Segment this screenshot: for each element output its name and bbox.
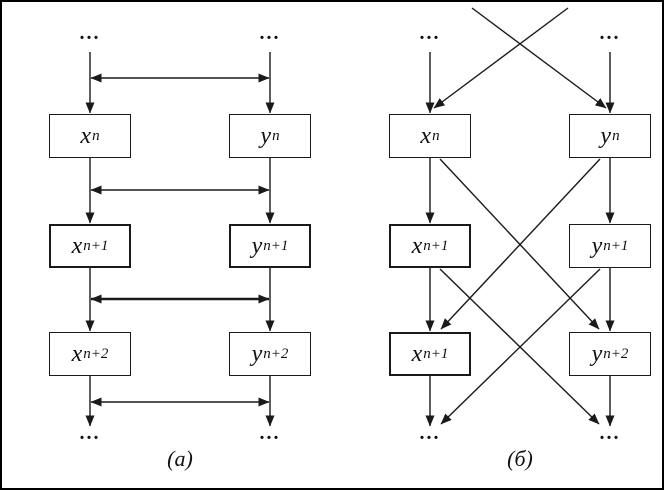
node-label-sub: n [612, 127, 620, 144]
panel-a-dots-top-left: ... [79, 22, 101, 44]
panel-b-dots-top-left: ... [419, 22, 441, 44]
panel-a-dots-bottom-right: ... [259, 422, 281, 444]
node-label-sub: n+1 [263, 237, 289, 254]
panel-a-dots-top-right: ... [259, 22, 281, 44]
node-label-sub: n [272, 127, 280, 144]
node-label-base: y [591, 232, 603, 259]
node-label-sub: n+2 [603, 345, 629, 362]
panel-b-arrows [425, 7, 615, 427]
node-label-base: y [251, 232, 263, 259]
node-label-base: x [411, 340, 423, 367]
panel-b-dots-bottom-right: ... [599, 422, 621, 444]
node-label-base: x [420, 122, 432, 149]
node-label-sub: n+1 [423, 345, 449, 362]
node-label-sub: n+2 [263, 345, 289, 362]
panel-a-arrows [85, 52, 275, 427]
node-label-base: x [71, 340, 83, 367]
node-label-base: y [251, 340, 263, 367]
panel-a-dots-bottom-left: ... [79, 422, 101, 444]
node-label-sub: n+1 [603, 237, 629, 254]
node-label-base: x [80, 122, 92, 149]
node-label-base: y [260, 122, 272, 149]
node-label-sub: n [432, 127, 440, 144]
panel-a-label: (a) [167, 446, 193, 471]
node-label-base: x [411, 232, 423, 259]
node-label-base: y [600, 122, 612, 149]
node-label-sub: n [92, 127, 100, 144]
node-label-sub: n+1 [83, 237, 109, 254]
panel-b-dots-top-right: ... [599, 22, 621, 44]
node-label-base: y [591, 340, 603, 367]
node-label-sub: n+1 [423, 237, 449, 254]
node-label-sub: n+2 [83, 345, 109, 362]
panel-b-label: (б) [507, 446, 533, 471]
panel-b-dots-bottom-left: ... [419, 422, 441, 444]
node-label-base: x [71, 232, 83, 259]
